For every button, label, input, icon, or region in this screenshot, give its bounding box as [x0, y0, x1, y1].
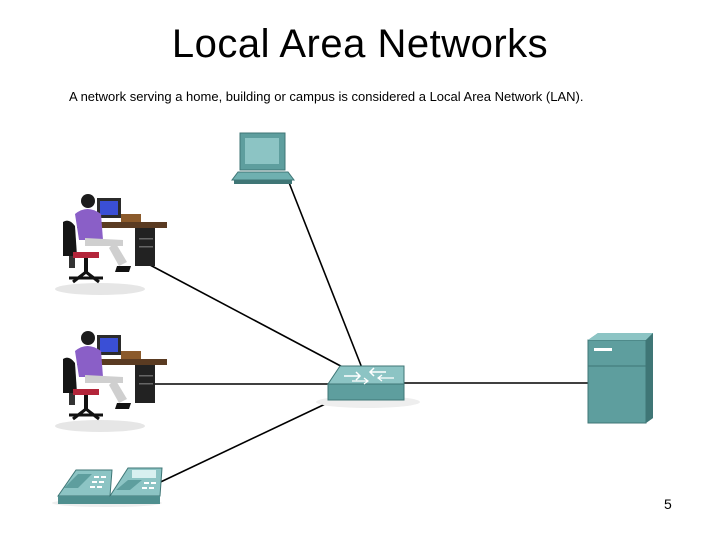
slide-subtitle: A network serving a home, building or ca…	[69, 89, 584, 104]
monitor-icon	[231, 132, 295, 184]
network-switch-icon	[316, 365, 420, 408]
page-number: 5	[664, 496, 672, 512]
network-links	[149, 179, 590, 488]
link-workstation1-to-switch	[149, 264, 353, 373]
ip-phone-icon	[52, 467, 163, 507]
workstation-user-icon	[55, 331, 167, 432]
link-phone-to-switch	[149, 397, 339, 488]
workstation-user-icon	[55, 194, 167, 295]
server-icon	[587, 333, 653, 424]
slide-title: Local Area Networks	[171, 22, 549, 66]
link-pc-to-switch	[287, 179, 363, 369]
